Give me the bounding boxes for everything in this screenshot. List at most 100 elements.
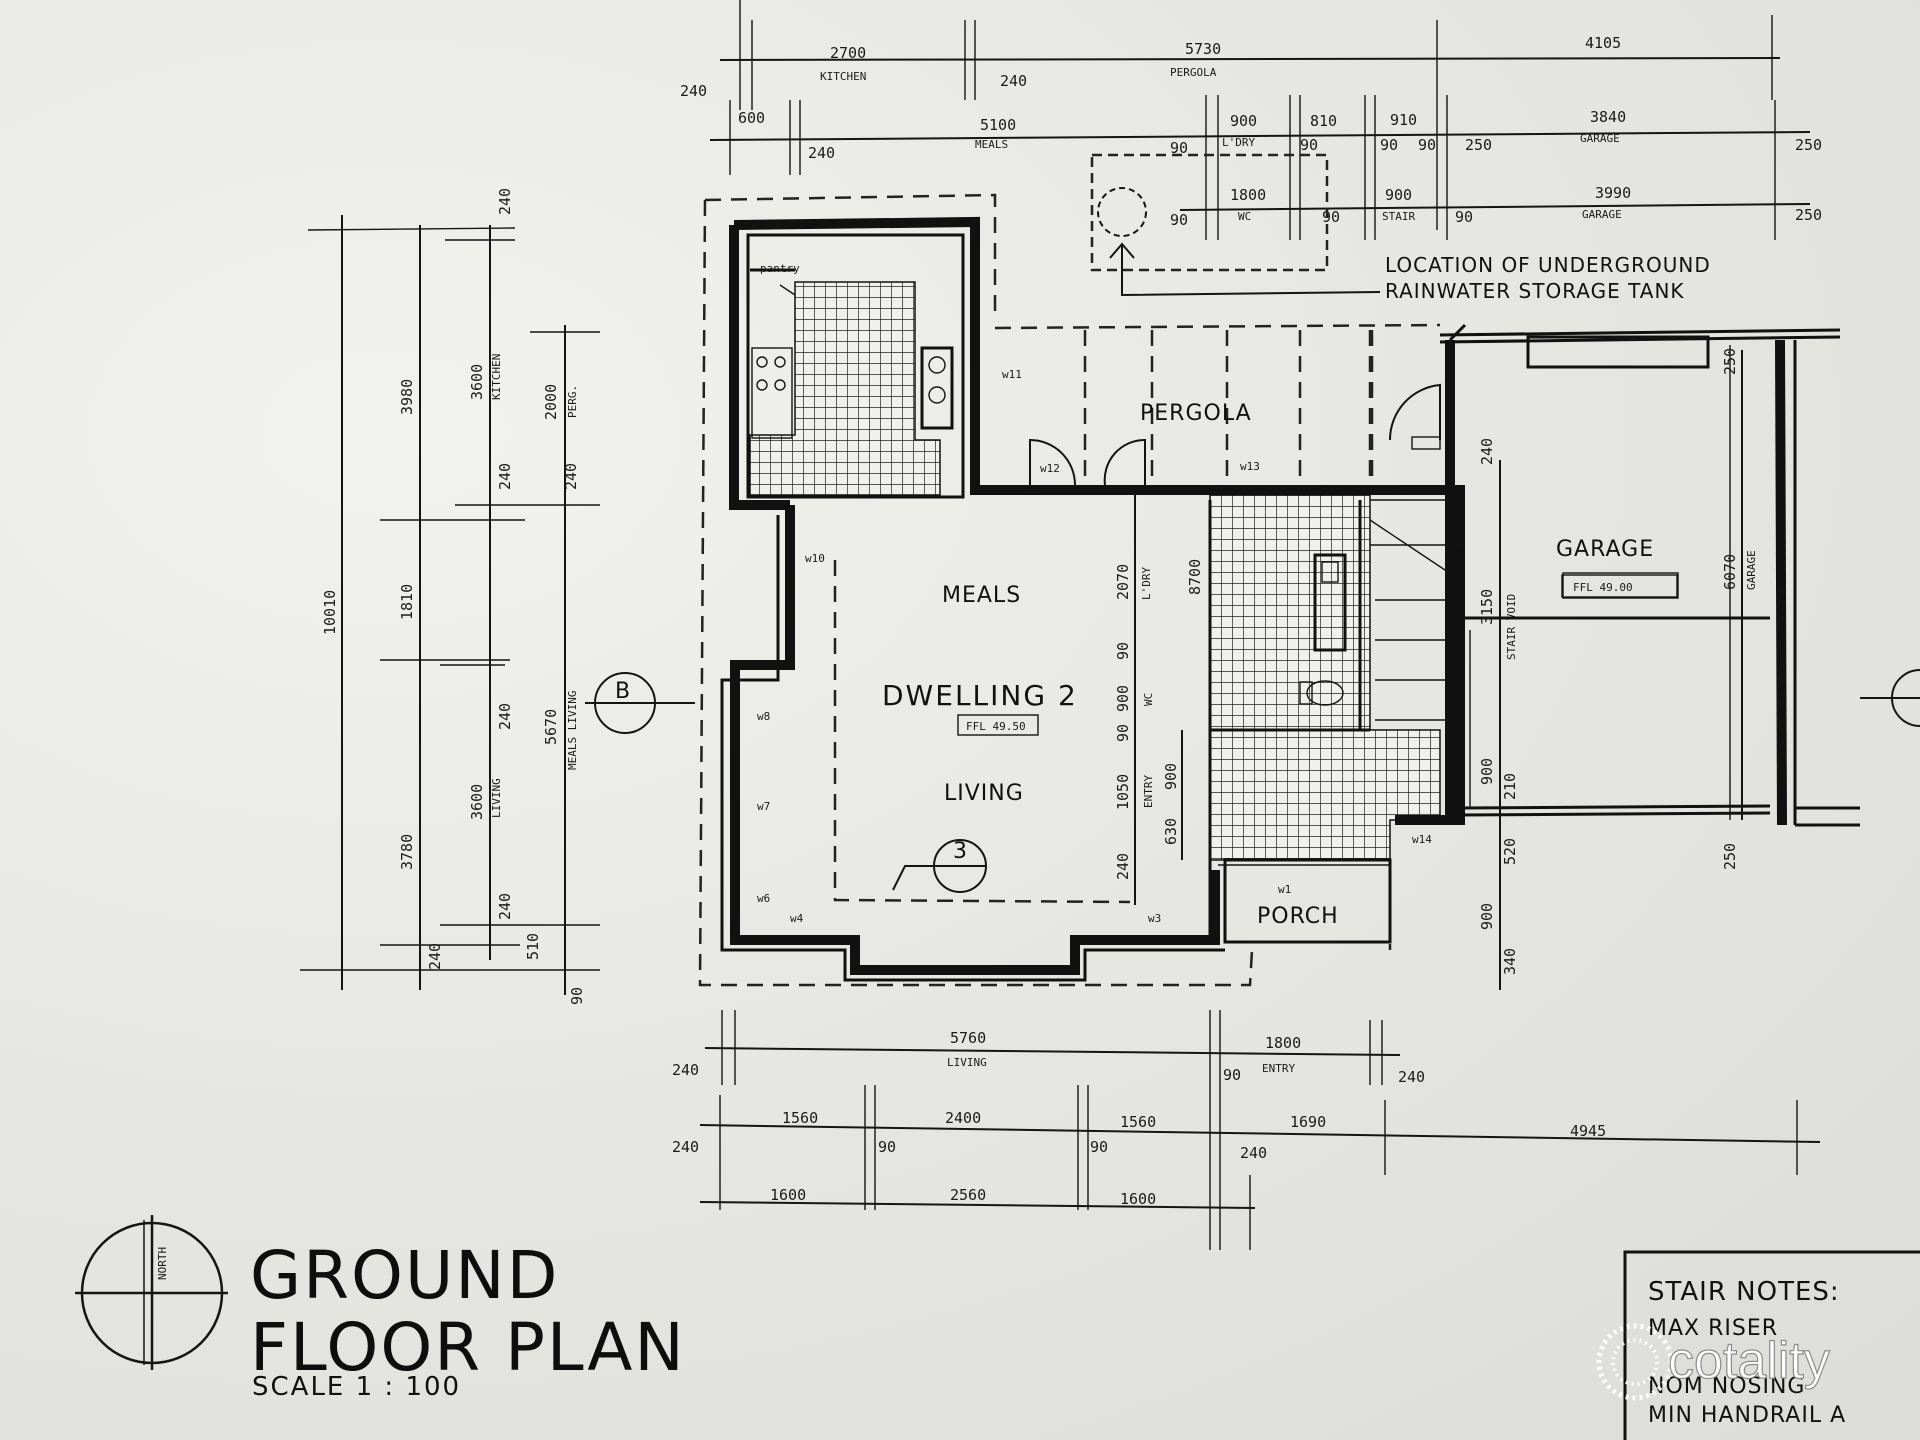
dim-bottom-1560b: 1560 — [1120, 1113, 1156, 1131]
dim-left-240d: 240 — [496, 703, 514, 730]
dim-top-250c: 250 — [1795, 206, 1822, 224]
dim-top-1800: 1800 — [1230, 186, 1266, 204]
dim-top-stair-label: STAIR — [1382, 210, 1415, 223]
right-dimensions: 2070 L'DRY 8700 90 900 WC 90 1050 ENTRY … — [1114, 348, 1758, 990]
window-w11: w11 — [1002, 368, 1022, 381]
dim-left-5670: 5670 — [542, 709, 560, 745]
plan-scale: SCALE 1 : 100 — [252, 1372, 461, 1402]
cotality-logo-icon — [1596, 1323, 1674, 1401]
dim-top-810: 810 — [1310, 112, 1337, 130]
garage-walls — [1439, 323, 1860, 827]
dim-top-90e: 90 — [1170, 211, 1188, 229]
dim-top-4105: 4105 — [1585, 34, 1621, 52]
dim-top-ldry-label: L'DRY — [1222, 136, 1255, 149]
dim-left-3780: 3780 — [398, 834, 416, 870]
dim-left-240b: 240 — [496, 463, 514, 490]
dim-right-900d: 900 — [1478, 903, 1496, 930]
dim-bottom-240a: 240 — [672, 1061, 699, 1079]
dim-top-90d: 90 — [1418, 136, 1436, 154]
stair-notes-line2: NOM NOSING — [1648, 1374, 1805, 1399]
rainwater-tank: LOCATION OF UNDERGROUND RAINWATER STORAG… — [1090, 153, 1711, 303]
dim-top-240c: 240 — [808, 144, 835, 162]
ffl-garage: FFL 49.00 — [1573, 581, 1633, 594]
dim-right-520: 520 — [1501, 838, 1519, 865]
dim-left-240e: 240 — [496, 893, 514, 920]
window-w4: w4 — [790, 912, 804, 925]
stair-notes-box: STAIR NOTES: MAX RISER NOM NOSING MIN HA… — [1623, 1250, 1920, 1440]
dim-top-90g: 90 — [1455, 208, 1473, 226]
dim-bottom-90b: 90 — [878, 1138, 896, 1156]
window-w7: w7 — [757, 800, 770, 813]
dim-top-meals-value: 5100 — [980, 116, 1016, 134]
stair-notes-line3: MIN HANDRAIL A — [1648, 1403, 1846, 1428]
window-w3: w3 — [1148, 912, 1161, 925]
bottom-dimensions: 240 5760 LIVING 90 1800 ENTRY 240 240 15… — [672, 1010, 1821, 1250]
window-w13: w13 — [1240, 460, 1260, 473]
dim-top-250b: 250 — [1795, 136, 1822, 154]
dim-bottom-1800: 1800 — [1265, 1034, 1301, 1052]
section-3-label: 3 — [953, 839, 968, 864]
dim-top-wc-label: WC — [1238, 210, 1251, 223]
room-porch: PORCH — [1257, 904, 1339, 929]
dim-right-garage-label: GARAGE — [1745, 550, 1758, 590]
north-point: NORTH — [75, 1215, 228, 1370]
dim-right-90b: 90 — [1114, 724, 1132, 742]
dim-bottom-2400: 2400 — [945, 1109, 981, 1127]
dim-bottom-90a: 90 — [1223, 1066, 1241, 1084]
stair-notes-line1: MAX RISER — [1648, 1316, 1778, 1341]
dim-bottom-entry-label: ENTRY — [1262, 1062, 1295, 1075]
window-tags: w11 w12 w13 w10 w8 w7 w6 w4 w3 w1 w14 — [757, 368, 1432, 925]
top-dimensions: 240 2700 KITCHEN 240 5730 PERGOLA 4105 6… — [680, 0, 1822, 240]
ffl-dwelling: FFL 49.50 — [966, 720, 1026, 733]
dim-bottom-1690: 1690 — [1290, 1113, 1326, 1131]
dim-left-3600b: 3600 — [468, 784, 486, 820]
section-marker-b: B — [585, 672, 695, 734]
dim-right-3150: 3150 — [1478, 589, 1496, 625]
pantry-label: pantry — [760, 262, 800, 275]
dim-bottom-240b: 240 — [1398, 1068, 1425, 1086]
porch — [1218, 858, 1392, 944]
dim-right-210: 210 — [1501, 773, 1519, 800]
doors — [1029, 383, 1441, 486]
tank-note-line1: LOCATION OF UNDERGROUND — [1385, 253, 1711, 277]
tiled-floor-areas — [749, 281, 1441, 861]
dim-top-240b: 240 — [1000, 72, 1027, 90]
window-w6: w6 — [757, 892, 770, 905]
dim-left-living-label: LIVING — [490, 778, 503, 818]
dim-left-3980: 3980 — [398, 379, 416, 415]
window-w14: w14 — [1412, 833, 1432, 846]
dim-left-2000: 2000 — [542, 384, 560, 420]
dim-top-90c: 90 — [1380, 136, 1398, 154]
dim-left-3600: 3600 — [468, 364, 486, 400]
dim-left-90: 90 — [568, 987, 586, 1005]
dim-bottom-240c: 240 — [672, 1138, 699, 1156]
cotality-logo-text: cotality — [1668, 1332, 1830, 1390]
dim-right-wc-label: WC — [1142, 693, 1155, 706]
dim-right-250top: 250 — [1721, 348, 1739, 375]
north-label: NORTH — [156, 1247, 169, 1280]
window-w8: w8 — [757, 710, 770, 723]
dim-left-perg-label: PERG. — [566, 385, 579, 418]
window-w12: w12 — [1040, 462, 1060, 475]
section-marker-right — [1860, 669, 1920, 727]
dim-bottom-1600b: 1600 — [1120, 1190, 1156, 1208]
dim-bottom-240d: 240 — [1240, 1144, 1267, 1162]
dim-top-900: 900 — [1230, 112, 1257, 130]
dim-left-1810: 1810 — [398, 584, 416, 620]
dim-top-90a: 90 — [1170, 139, 1188, 157]
room-garage: GARAGE — [1556, 537, 1654, 562]
dim-bottom-90c: 90 — [1090, 1138, 1108, 1156]
dim-top-240: 240 — [680, 82, 707, 100]
window-w10: w10 — [805, 552, 825, 565]
dwelling-walls — [720, 485, 1465, 982]
dim-bottom-1600a: 1600 — [770, 1186, 806, 1204]
dim-bottom-living-label: LIVING — [947, 1056, 987, 1069]
stair-notes-heading: STAIR NOTES: — [1648, 1277, 1840, 1307]
dim-right-stair-void-label: STAIR VOID — [1505, 594, 1518, 660]
title-line1: GROUND — [250, 1237, 559, 1314]
dim-top-garage-label: GARAGE — [1580, 132, 1620, 145]
tank-note-line2: RAINWATER STORAGE TANK — [1385, 279, 1685, 303]
dim-bottom-2560: 2560 — [950, 1186, 986, 1204]
dim-left-240f: 240 — [426, 943, 444, 970]
